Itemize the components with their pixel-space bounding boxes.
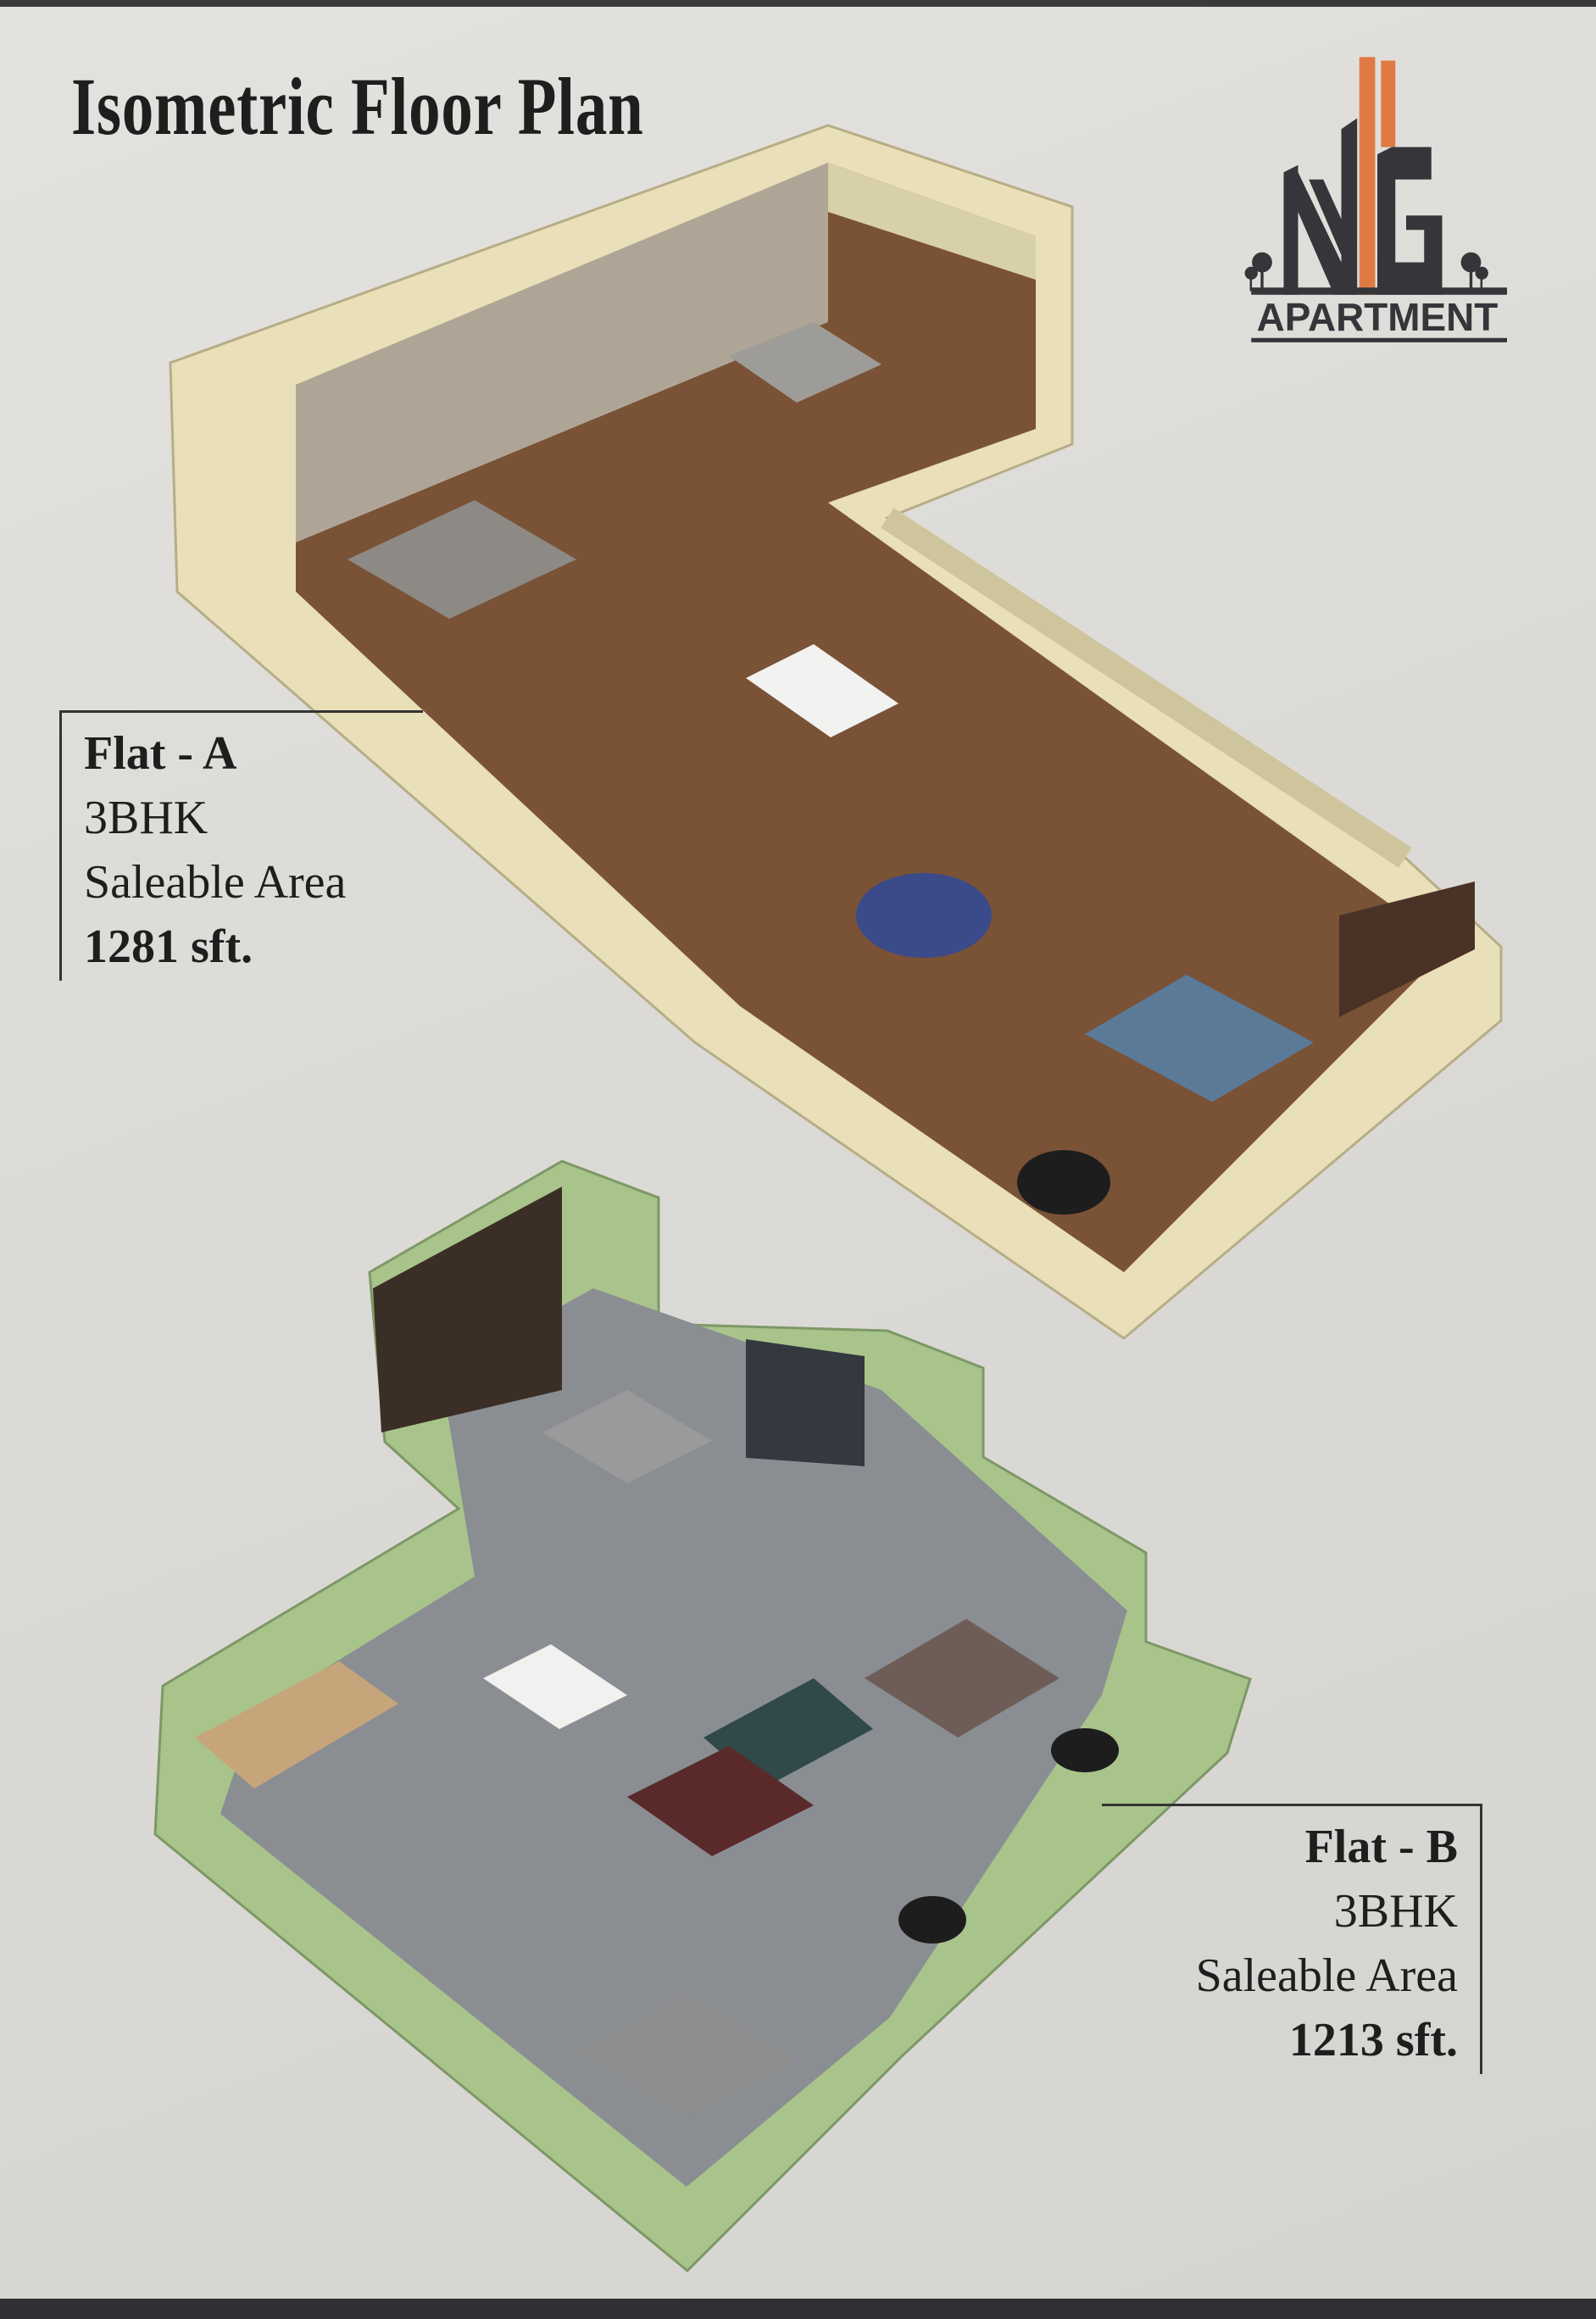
flat-b-isometric-plan [153,1160,1252,2273]
flat-a-name: Flat - A [84,727,237,780]
flat-b-bed [576,1992,797,2119]
logo-mark [1244,57,1507,295]
flat-b-info: Flat - B 3BHK Saleable Area 1213 sft. [1102,1804,1482,2074]
flat-b-dining-table [483,1644,627,1729]
flat-b-type: 3BHK [1333,1885,1458,1938]
flat-a-area: 1281 sft. [84,920,253,973]
flat-b-bed [865,1619,1059,1738]
page-title: Isometric Floor Plan [71,61,644,152]
flat-b-area: 1213 sft. [1288,2014,1458,2066]
flat-a-bed [729,322,881,403]
flat-a-wardrobe [1339,881,1475,1017]
flat-a-area-label: Saleable Area [84,856,347,909]
flat-b-bed [542,1390,712,1483]
flat-a-bed [348,500,576,619]
flat-a-isometric-plan [169,124,1503,1340]
flat-b-rug [627,1746,814,1856]
flat-a-type: 3BHK [84,792,209,844]
flat-b-area-label: Saleable Area [1195,1949,1458,2002]
flat-b-kitchen-counter [195,1661,398,1788]
flat-a-rug [856,873,992,958]
ng-apartment-logo: APARTMENT [1244,57,1507,342]
logo-wordmark: APARTMENT [1257,295,1499,339]
bottom-edge [0,2299,1596,2319]
flat-a-bed [1085,975,1314,1102]
flat-b-balcony-table [898,1728,1119,1944]
top-edge [0,0,1596,7]
flat-b-name: Flat - B [1304,1821,1458,1873]
flat-a-info: Flat - A 3BHK Saleable Area 1281 sft. [59,710,423,981]
flat-a-dining-table [746,644,898,737]
flat-a-balcony-table [1017,1150,1110,1215]
